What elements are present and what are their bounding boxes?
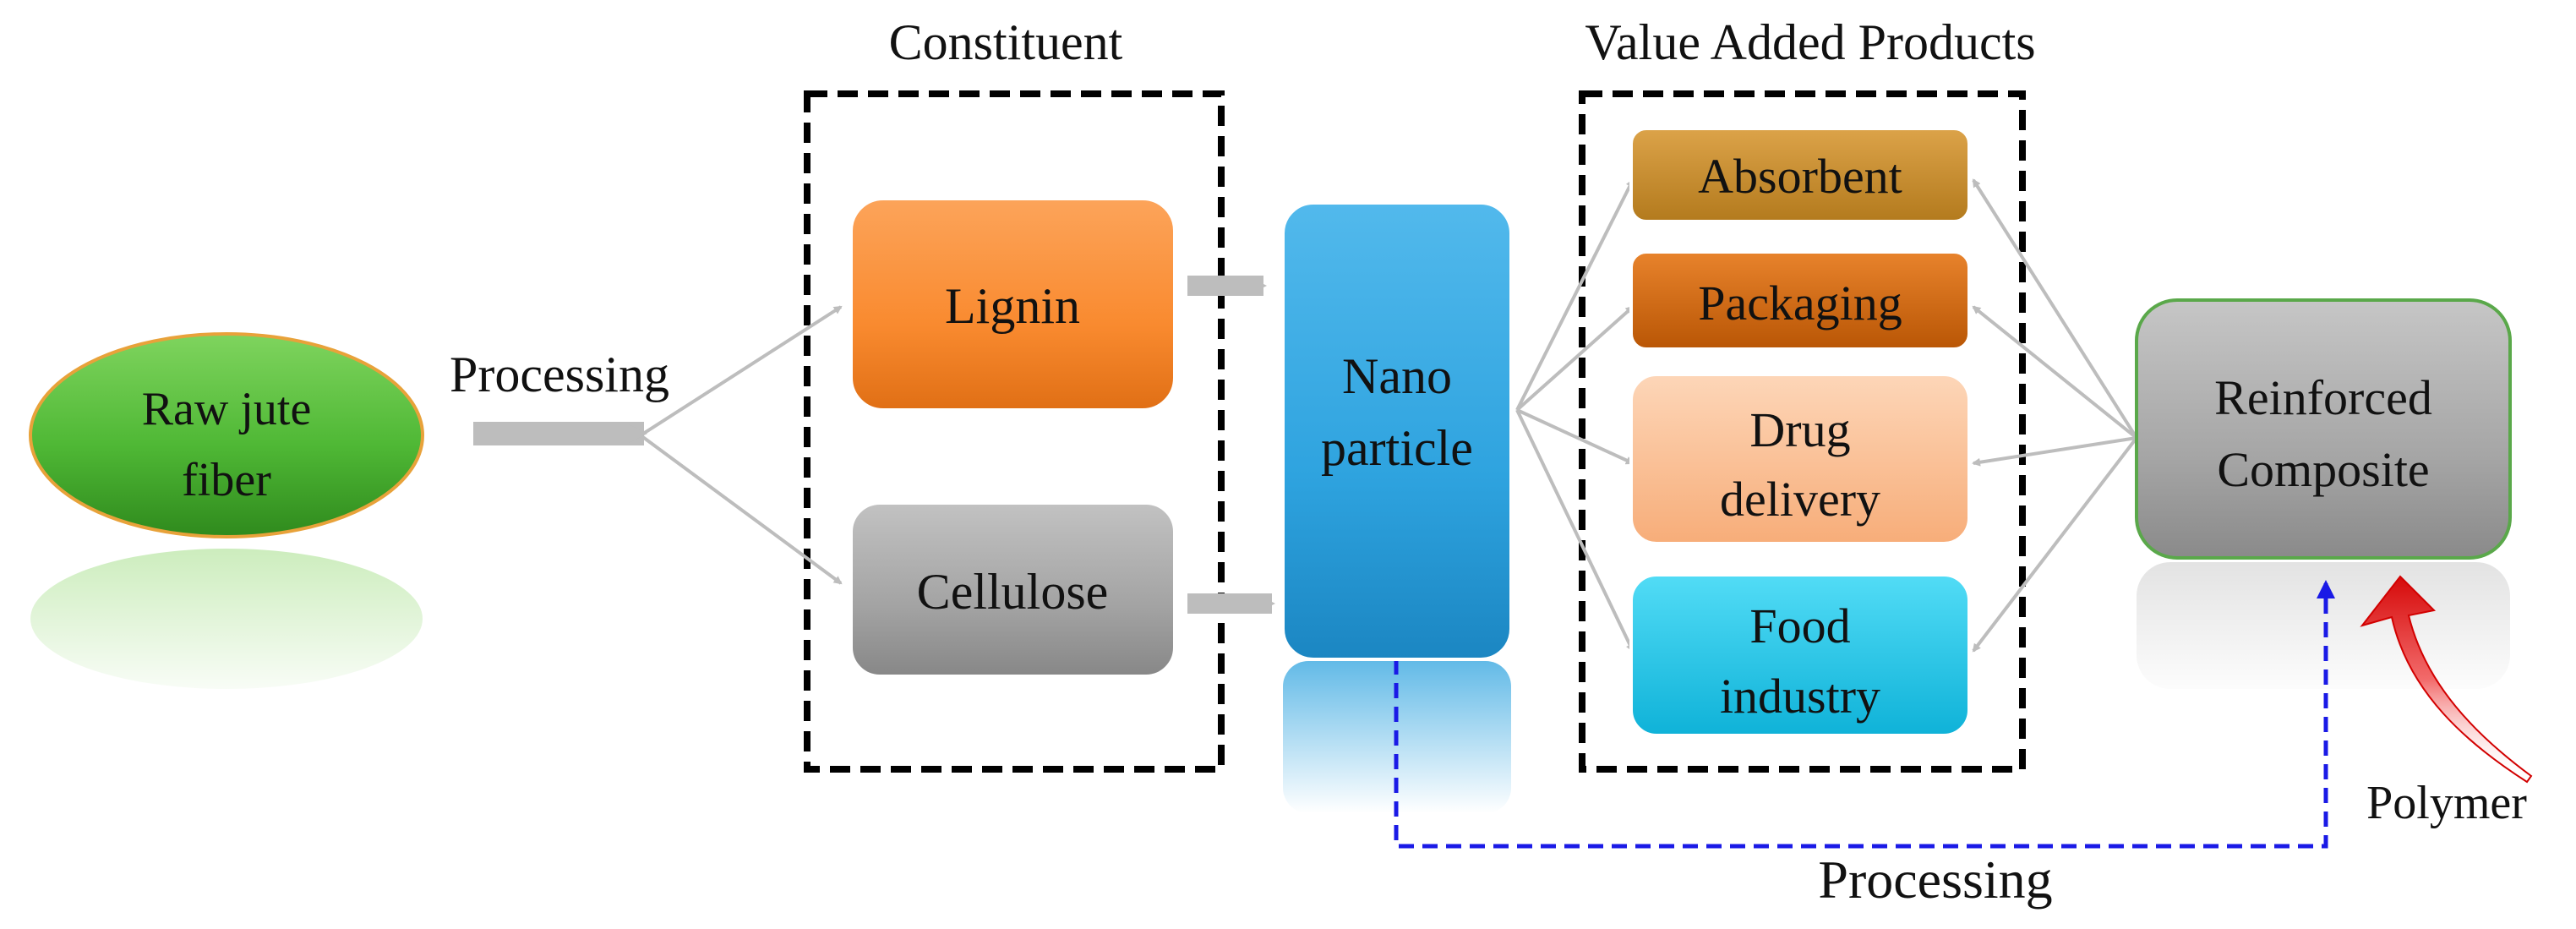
- nano-to-composite-link: [1394, 580, 2335, 849]
- drug-label-line2: delivery: [1720, 472, 1880, 527]
- absorbent-label: Absorbent: [1698, 149, 1902, 204]
- raw-jute-label-line2: fiber: [182, 454, 271, 506]
- raw-jute-node: Raw jute fiber: [29, 332, 424, 538]
- raw-jute-reflection: [25, 541, 431, 710]
- polymer-arrow: [2360, 575, 2533, 784]
- polymer-label: Polymer: [2366, 777, 2527, 829]
- cellulose-label: Cellulose: [917, 564, 1109, 620]
- food-label-line2: industry: [1720, 669, 1880, 724]
- cellulose-node: Cellulose: [849, 501, 1176, 678]
- composite-label-line2: Composite: [2217, 442, 2429, 497]
- connectors: [639, 178, 2138, 653]
- packaging-label: Packaging: [1698, 276, 1902, 331]
- lignin-label: Lignin: [945, 278, 1080, 334]
- lignin-node: Lignin: [849, 197, 1176, 412]
- constituent-title: Constituent: [889, 14, 1123, 70]
- raw-jute-label-line1: Raw jute: [142, 383, 312, 435]
- composite-label-line1: Reinforced: [2214, 370, 2432, 425]
- food-industry-node: Food industry: [1629, 573, 1971, 737]
- constituent-box: [804, 90, 1225, 773]
- value-added-box: [1579, 90, 2026, 773]
- drug-label-line1: Drug: [1749, 402, 1850, 457]
- drug-delivery-node: Drug delivery: [1629, 373, 1971, 545]
- processing-label-bottom: Processing: [1818, 850, 2052, 910]
- absorbent-node: Absorbent: [1629, 127, 1971, 223]
- nano-label-line1: Nano: [1342, 348, 1452, 404]
- nano-particle-node: Nano particle: [1281, 201, 1513, 661]
- packaging-node: Packaging: [1629, 250, 1971, 351]
- processing-label-top: Processing: [450, 347, 669, 402]
- value-added-title: Value Added Products: [1585, 14, 2035, 70]
- nano-label-line2: particle: [1321, 420, 1473, 476]
- reinforced-composite-node: Reinforced Composite: [2135, 298, 2512, 560]
- food-label-line1: Food: [1749, 598, 1850, 653]
